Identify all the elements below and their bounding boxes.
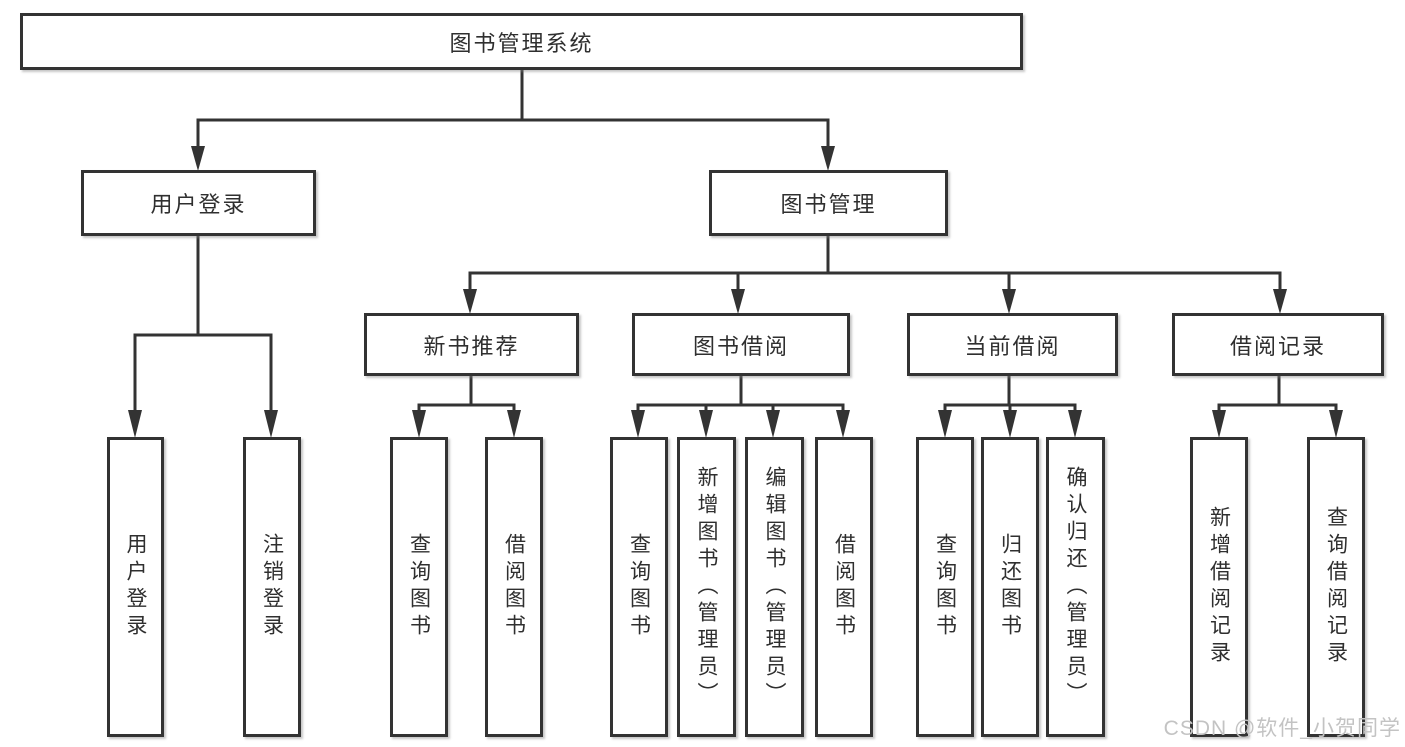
connector-current-borrow-children	[938, 376, 1082, 438]
connector-new-books-children	[412, 376, 521, 438]
node-current-borrow: 当前借阅	[907, 313, 1118, 376]
arrowhead-icon	[264, 410, 278, 438]
leaf-query-books-recommend: 查询图书	[390, 437, 448, 737]
leaf-query-borrow-record: 查询借阅记录	[1307, 437, 1365, 737]
leaf-query-books-borrow: 查询图书	[610, 437, 668, 737]
connector-root-to-level2	[191, 69, 835, 171]
arrowhead-icon	[128, 410, 142, 438]
arrowhead-icon	[1212, 410, 1226, 438]
leaf-user-login: 用户登录	[107, 437, 164, 737]
node-label: 图书管理	[780, 192, 877, 217]
node-label: 用户登录	[150, 192, 247, 217]
connector-borrow-records-children	[1212, 376, 1343, 438]
node-label: 注销登录	[260, 533, 284, 641]
leaf-add-borrow-record: 新增借阅记录	[1190, 437, 1248, 737]
arrowhead-icon	[1068, 410, 1082, 438]
edge-line	[133, 236, 273, 414]
node-label: 新书推荐	[423, 333, 520, 359]
arrowhead-icon	[836, 410, 850, 438]
edge-line	[196, 69, 830, 150]
arrowhead-icon	[938, 410, 952, 438]
node-label: 图书管理系统	[449, 30, 594, 56]
connector-user-login-children	[128, 236, 278, 438]
leaf-logout: 注销登录	[243, 437, 301, 737]
arrowhead-icon	[1329, 410, 1343, 438]
arrowhead-icon	[1003, 410, 1017, 438]
node-label: 借阅图书	[502, 533, 526, 641]
node-book-management: 图书管理	[709, 170, 948, 236]
node-label: 查询图书	[627, 533, 651, 641]
node-borrow-records: 借阅记录	[1172, 313, 1384, 376]
node-label: 查询图书	[407, 533, 431, 641]
leaf-borrow-books-recommend: 借阅图书	[485, 437, 543, 737]
csdn-watermark: CSDN @软件_小贺同学	[1163, 717, 1401, 740]
leaf-return-books: 归还图书	[981, 437, 1039, 737]
node-label: 新增借阅记录	[1207, 506, 1231, 668]
edge-line	[468, 236, 1282, 292]
arrowhead-icon	[631, 410, 645, 438]
node-label: 借阅记录	[1229, 333, 1326, 359]
edge-line	[943, 376, 1077, 414]
node-new-book-recommend: 新书推荐	[364, 313, 579, 376]
arrowhead-icon	[731, 289, 745, 314]
node-label: 确认归还（管理员）	[1064, 465, 1087, 709]
connector-book-mgmt-to-level3	[463, 236, 1287, 314]
node-label: 新增图书（管理员）	[695, 465, 718, 709]
leaf-borrow-books: 借阅图书	[815, 437, 873, 737]
arrowhead-icon	[191, 146, 205, 171]
node-label: 归还图书	[998, 533, 1022, 641]
arrowhead-icon	[821, 146, 835, 171]
node-label: 查询图书	[933, 533, 957, 641]
arrowhead-icon	[766, 410, 780, 438]
edge-line	[417, 376, 516, 414]
leaf-query-books-current: 查询图书	[916, 437, 974, 737]
node-label: 当前借阅	[964, 333, 1061, 359]
edge-line	[1217, 376, 1338, 414]
arrowhead-icon	[1002, 289, 1016, 314]
node-label: 用户登录	[124, 533, 147, 641]
node-label: 借阅图书	[832, 533, 856, 641]
node-user-login: 用户登录	[81, 170, 316, 236]
node-label: 编辑图书（管理员）	[763, 465, 786, 709]
arrowhead-icon	[1273, 289, 1287, 314]
arrowhead-icon	[507, 410, 521, 438]
node-label: 查询借阅记录	[1324, 506, 1348, 668]
arrowhead-icon	[412, 410, 426, 438]
node-label: 图书借阅	[692, 333, 789, 359]
edge-line	[636, 376, 845, 414]
node-book-borrow: 图书借阅	[632, 313, 850, 376]
arrowhead-icon	[699, 410, 713, 438]
leaf-edit-books-admin: 编辑图书（管理员）	[745, 437, 804, 737]
arrowhead-icon	[463, 289, 477, 314]
leaf-confirm-return-admin: 确认归还（管理员）	[1046, 437, 1105, 737]
node-root-system: 图书管理系统	[20, 13, 1023, 70]
leaf-add-books-admin: 新增图书（管理员）	[677, 437, 736, 737]
connector-book-borrow-children	[631, 376, 850, 438]
